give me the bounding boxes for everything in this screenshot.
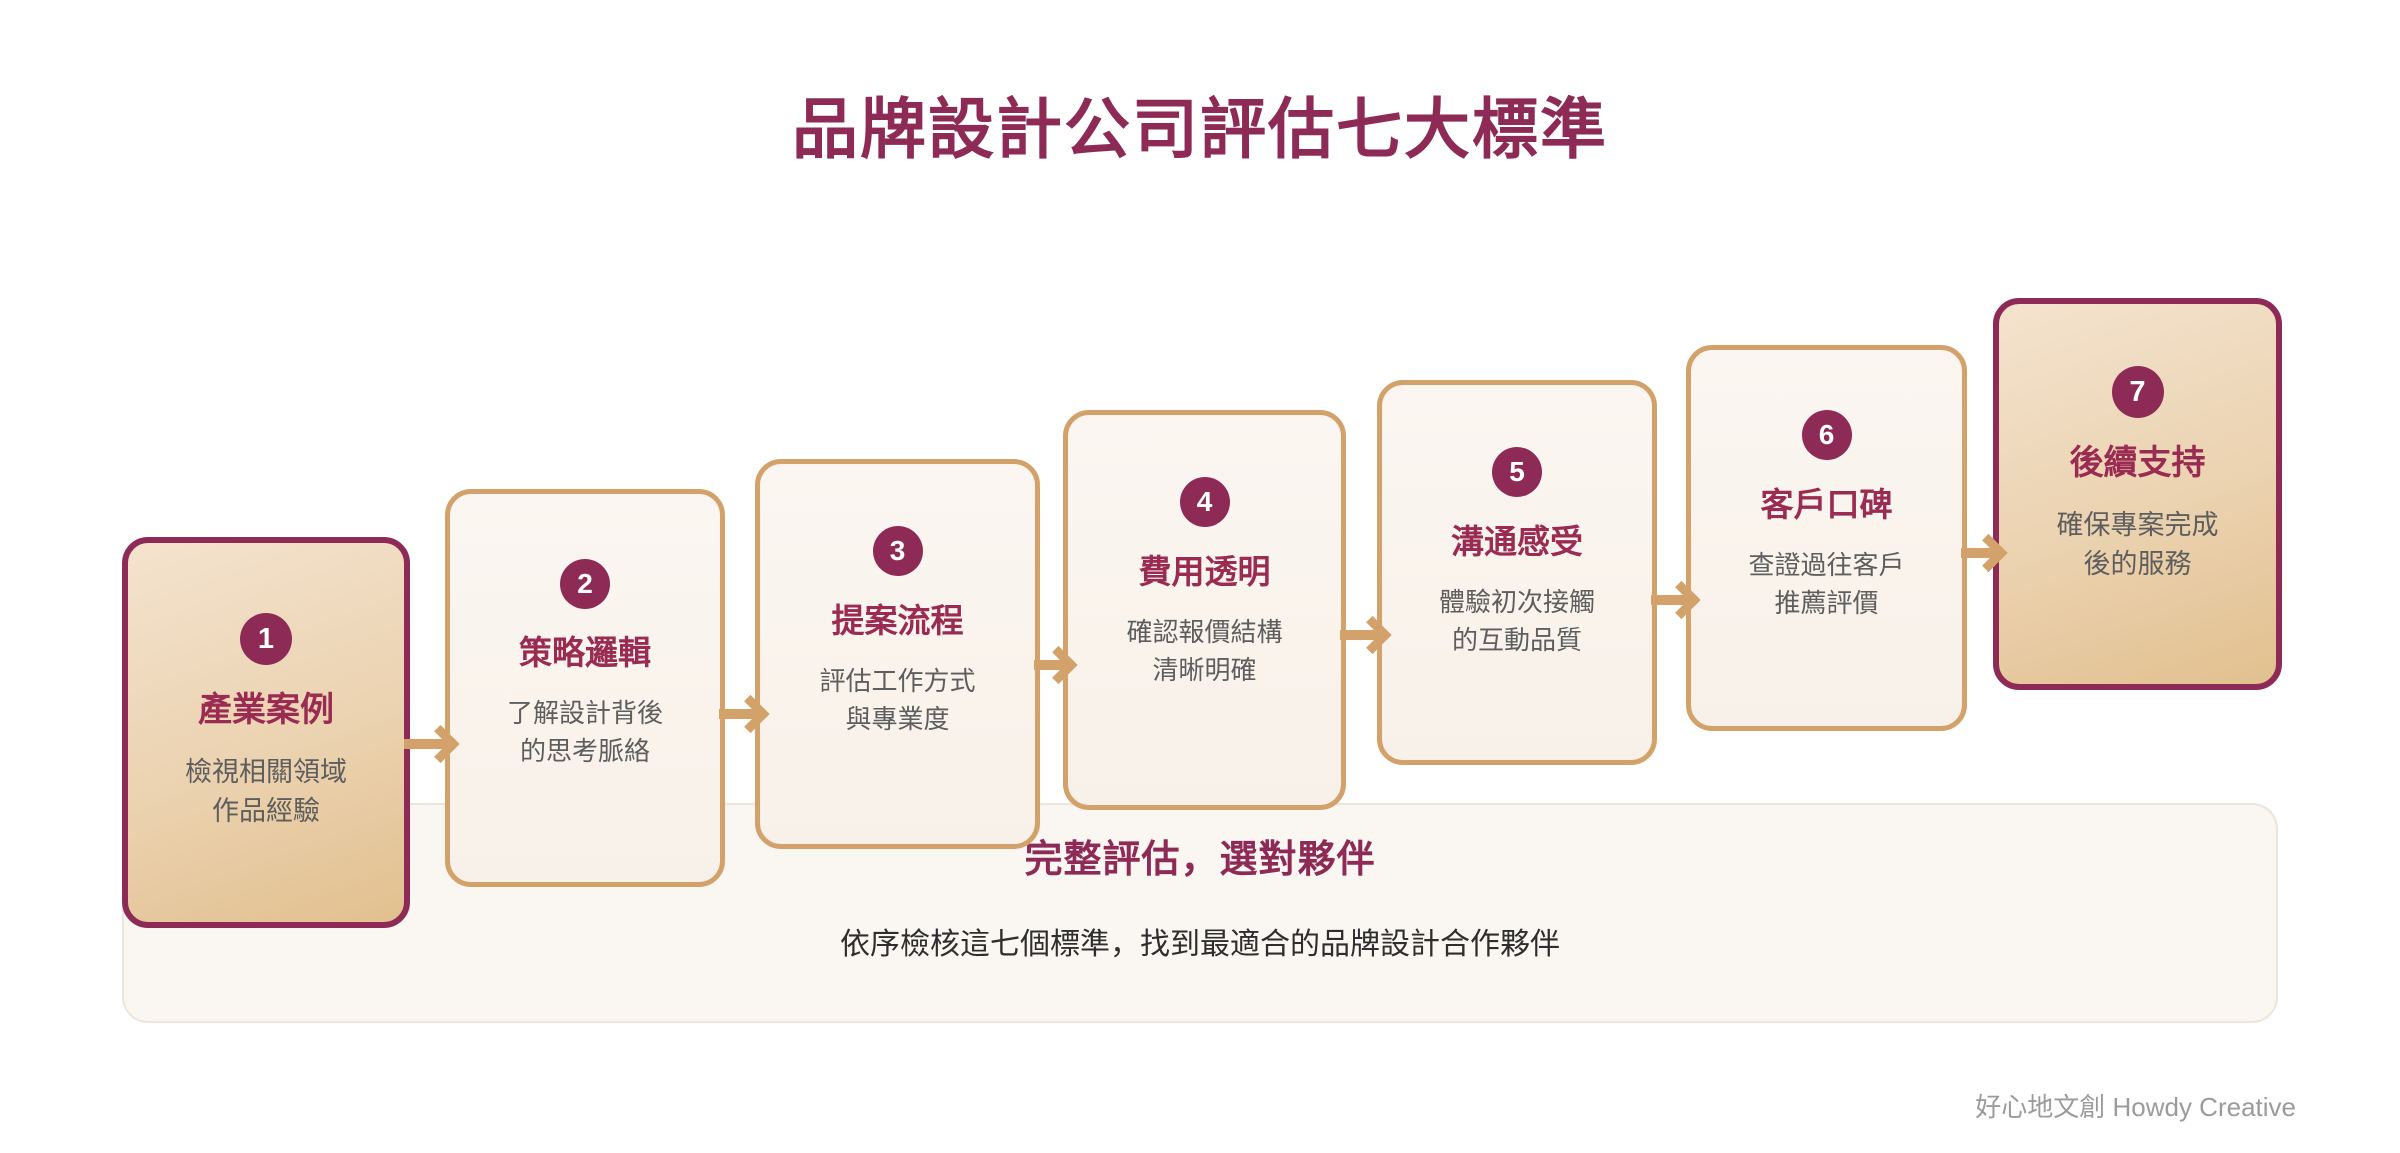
step-connector-arrow-icon xyxy=(1961,548,1999,558)
step-description-line-1: 查證過往客戶 xyxy=(1748,550,1905,580)
step-card-5[interactable]: 5 溝通感受體驗初次接觸的互動品質 xyxy=(1377,380,1657,765)
step-description-line-1: 確認報價結構 xyxy=(1126,617,1283,647)
step-title: 後續支持 xyxy=(2069,444,2206,482)
step-description-line-1: 了解設計背後 xyxy=(506,698,663,728)
step-number-badge: 1 xyxy=(240,613,292,665)
step-description-line-2: 作品經驗 xyxy=(212,796,320,827)
step-description-line-2: 與專業度 xyxy=(845,703,950,734)
step-card-2[interactable]: 2 策略邏輯了解設計背後的思考脈絡 xyxy=(445,489,725,887)
step-description-line-2: 推薦評價 xyxy=(1774,587,1879,618)
page-title: 品牌設計公司評估七大標準 xyxy=(792,92,1608,166)
step-description-line-2: 後的服務 xyxy=(2083,549,2192,580)
step-description-line-1: 確保專案完成 xyxy=(2056,510,2219,540)
step-description: 評估工作方式與專業度 xyxy=(819,663,975,738)
step-description: 確保專案完成後的服務 xyxy=(2057,506,2219,584)
step-description-line-1: 檢視相關領域 xyxy=(185,757,347,787)
step-description-line-1: 體驗初次接觸 xyxy=(1438,587,1595,617)
step-description-line-2: 清晰明確 xyxy=(1152,654,1257,685)
step-connector-arrow-icon xyxy=(404,739,451,749)
step-description-line-2: 的互動品質 xyxy=(1451,624,1582,655)
step-description: 查證過往客戶推薦評價 xyxy=(1748,547,1904,622)
step-title: 提案流程 xyxy=(831,602,964,639)
step-connector-arrow-icon xyxy=(719,709,761,719)
step-number-badge: 6 xyxy=(1801,410,1852,460)
step-number-badge: 5 xyxy=(1492,447,1542,497)
footer-credit: 好心地文創 Howdy Creative xyxy=(1975,1092,2296,1122)
step-card-4[interactable]: 4 費用透明確認報價結構清晰明確 xyxy=(1063,410,1346,810)
step-title: 溝通感受 xyxy=(1451,523,1583,560)
step-description: 體驗初次接觸的互動品質 xyxy=(1439,584,1595,659)
step-card-3[interactable]: 3 提案流程評估工作方式與專業度 xyxy=(755,459,1040,849)
summary-heading: 完整評估，選對夥伴 xyxy=(1024,839,1376,881)
step-description-line-2: 的思考脈絡 xyxy=(519,735,650,766)
step-number-badge: 4 xyxy=(1179,477,1230,527)
summary-description: 依序檢核這七個標準，找到最適合的品牌設計合作夥伴 xyxy=(840,928,1560,961)
step-title: 費用透明 xyxy=(1138,553,1271,590)
step-description-line-1: 評估工作方式 xyxy=(819,666,976,696)
step-number-badge: 2 xyxy=(560,559,610,609)
step-card-1[interactable]: 1 產業案例檢視相關領域作品經驗 xyxy=(122,537,410,928)
step-description: 確認報價結構清晰明確 xyxy=(1126,614,1282,689)
step-title: 客戶口碑 xyxy=(1760,486,1893,523)
step-title: 策略邏輯 xyxy=(519,634,651,671)
step-card-7[interactable]: 7 後續支持確保專案完成後的服務 xyxy=(1993,298,2282,690)
step-description: 檢視相關領域作品經驗 xyxy=(185,753,347,831)
step-card-6[interactable]: 6 客戶口碑查證過往客戶推薦評價 xyxy=(1686,345,1967,731)
step-connector-arrow-icon xyxy=(1651,595,1692,605)
step-number-badge: 3 xyxy=(872,526,923,576)
step-title: 產業案例 xyxy=(198,691,334,729)
step-number-badge: 7 xyxy=(2111,366,2164,418)
step-connector-arrow-icon xyxy=(1340,630,1383,640)
step-connector-arrow-icon xyxy=(1034,660,1069,670)
step-description: 了解設計背後的思考脈絡 xyxy=(507,695,663,770)
